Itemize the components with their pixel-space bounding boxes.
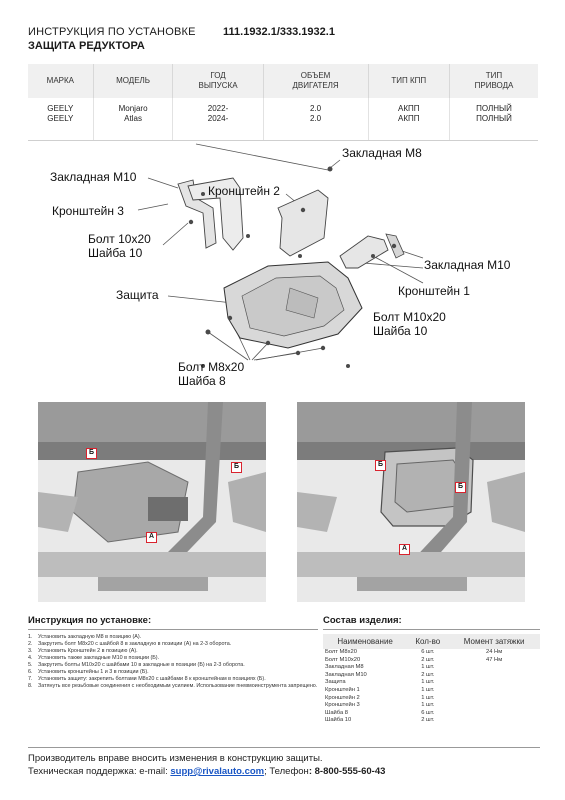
instructions-list: 1.Установить закладную М8 в позицию (А).… xyxy=(28,634,318,690)
kit-table: Наименование Кол-во Момент затяжки Болт … xyxy=(323,634,540,725)
installation-instructions: Инструкция по установке: 1.Установить за… xyxy=(28,615,318,690)
label-bolt-m8x20: Болт М8x20 xyxy=(178,360,245,374)
phone-label: ; Телефон xyxy=(264,766,309,777)
footer-disclaimer: Производитель вправе вносить изменения в… xyxy=(28,753,323,764)
list-item: 1.Установить закладную М8 в позицию (А). xyxy=(28,634,142,640)
label-bracket-3: Кронштейн 3 xyxy=(52,204,124,218)
doc-title: ИНСТРУКЦИЯ ПО УСТАНОВКЕ xyxy=(28,26,196,38)
list-item: 8.Затянуть все резьбовые соединения с не… xyxy=(28,683,318,689)
cell-year: 2022-2024- xyxy=(172,98,264,141)
label-zaklad-m8: Закладная М8 xyxy=(342,146,422,160)
list-item: 5.Закрутить болты М10x20 с шайбами 10 в … xyxy=(28,662,245,668)
underbody-photo-right xyxy=(297,402,525,602)
label-bolt-10x20: Болт 10x20 xyxy=(88,232,151,246)
kit-contents: Состав изделия: Наименование Кол-во Моме… xyxy=(323,615,540,725)
support-email-link[interactable]: supp@rivalauto.com xyxy=(170,766,265,777)
col-gearbox: ТИП КПП xyxy=(367,64,450,98)
footer-support: Техническая поддержка: e-mail: supp@riva… xyxy=(28,766,385,777)
marker-b: Б xyxy=(86,448,97,459)
label-guard: Защита xyxy=(116,288,159,302)
footer-divider xyxy=(28,747,540,748)
assembly-drawing xyxy=(137,143,424,368)
marker-a: А xyxy=(146,532,157,543)
label-bracket-2: Кронштейн 2 xyxy=(208,184,280,198)
document-header: ИНСТРУКЦИЯ ПО УСТАНОВКЕ ЗАЩИТА РЕДУКТОРА… xyxy=(28,20,548,56)
product-code: 111.1932.1/333.1932.1 xyxy=(223,26,335,38)
kit-col-qty: Кол-во xyxy=(407,634,449,649)
kit-col-name: Наименование xyxy=(323,634,408,649)
support-label: Техническая поддержка: e-mail: xyxy=(28,766,171,777)
installation-photo-before: Б Б А xyxy=(38,402,266,602)
marker-a: А xyxy=(399,544,410,555)
label-zaklad-m10-right: Закладная М10 xyxy=(424,258,511,272)
marker-b: Б xyxy=(375,460,386,471)
label-washer-10-right: Шайба 10 xyxy=(373,324,428,338)
underbody-photo-left xyxy=(38,402,266,602)
list-item: 6.Установить кронштейны 1 и 3 в позиции … xyxy=(28,669,149,675)
list-item: 7.Установить защиту: закрепить болтами М… xyxy=(28,676,266,682)
marker-b: Б xyxy=(455,482,466,493)
label-bracket-1: Кронштейн 1 xyxy=(398,284,470,298)
marker-b: Б xyxy=(231,462,242,473)
label-bolt-m10x20: Болт М10x20 xyxy=(373,310,446,324)
label-washer-10: Шайба 10 xyxy=(88,246,143,260)
label-washer-8: Шайба 8 xyxy=(178,374,226,388)
kit-title: Состав изделия: xyxy=(323,615,540,630)
list-item: 4.Установить также закладные М10 в позиц… xyxy=(28,655,160,661)
kit-col-torque: Момент затяжки xyxy=(448,634,540,649)
col-make: МАРКА xyxy=(28,64,94,98)
list-item: 3.Установить Кронштейн 2 в позицию (А). xyxy=(28,648,138,654)
installation-photo-after: Б Б А xyxy=(297,402,525,602)
label-zaklad-m10-left: Закладная М10 xyxy=(50,170,137,184)
list-item: 2.Закрутить болт М8x20 с шайбой 8 в закл… xyxy=(28,641,232,647)
support-phone: : 8-800-555-60-43 xyxy=(308,766,386,777)
exploded-assembly-diagram: Закладная М8 Закладная М10 Кронштейн 2 К… xyxy=(28,138,538,388)
doc-subtitle: ЗАЩИТА РЕДУКТОРА xyxy=(28,40,145,52)
col-model: МОДЕЛЬ xyxy=(92,64,173,98)
instructions-title: Инструкция по установке: xyxy=(28,615,318,630)
kit-header-row: Наименование Кол-во Момент затяжки xyxy=(323,634,540,649)
